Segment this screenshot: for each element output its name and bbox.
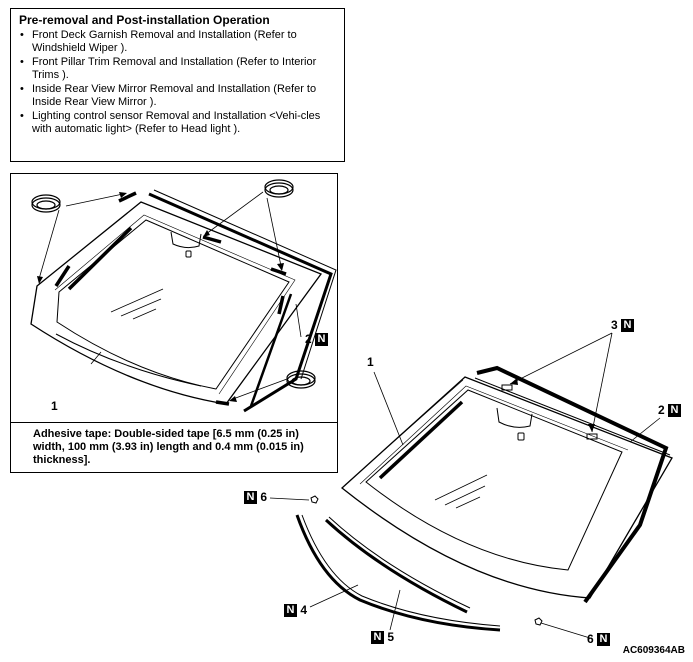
operation-item: •Front Pillar Trim Removal and Installat… <box>20 56 317 81</box>
operation-item: •Lighting control sensor Removal and Ins… <box>20 110 321 135</box>
adhesive-tape-detail-box: 1 2 N Adhesive tape: Double-sided tape [… <box>10 173 338 473</box>
main-label-part3: 3 N <box>611 318 635 333</box>
main-label-part6-top: N 6 <box>244 490 267 505</box>
new-part-badge: N <box>597 633 611 647</box>
operation-item: •Front Deck Garnish Removal and Installa… <box>20 29 297 54</box>
detail-label-part1: 1 <box>51 399 58 413</box>
new-part-badge: N <box>668 404 682 418</box>
figure-code: AC609364AB <box>622 645 685 656</box>
operation-notes-box: Pre-removal and Post-installation Operat… <box>10 8 345 162</box>
operation-item: •Inside Rear View Mirror Removal and Ins… <box>20 83 317 108</box>
main-label-part4: N 4 <box>284 603 307 618</box>
main-label-part1: 1 <box>367 355 374 369</box>
new-part-badge: N <box>621 319 635 333</box>
operation-title: Pre-removal and Post-installation Operat… <box>19 13 270 27</box>
new-part-badge: N <box>371 631 384 645</box>
main-label-part2: 2 N <box>658 403 682 418</box>
new-part-badge: N <box>284 604 297 618</box>
main-label-part6-bottom: 6 N <box>587 632 611 647</box>
new-part-badge: N <box>315 333 329 347</box>
main-label-part5: N 5 <box>371 630 394 645</box>
operation-list: •Front Deck Garnish Removal and Installa… <box>19 29 339 137</box>
adhesive-tape-caption: Adhesive tape: Double-sided tape [6.5 mm… <box>11 422 337 473</box>
detail-label-part2: 2 N <box>305 332 329 347</box>
new-part-badge: N <box>244 491 257 505</box>
detail-windshield-illustration <box>30 179 337 413</box>
